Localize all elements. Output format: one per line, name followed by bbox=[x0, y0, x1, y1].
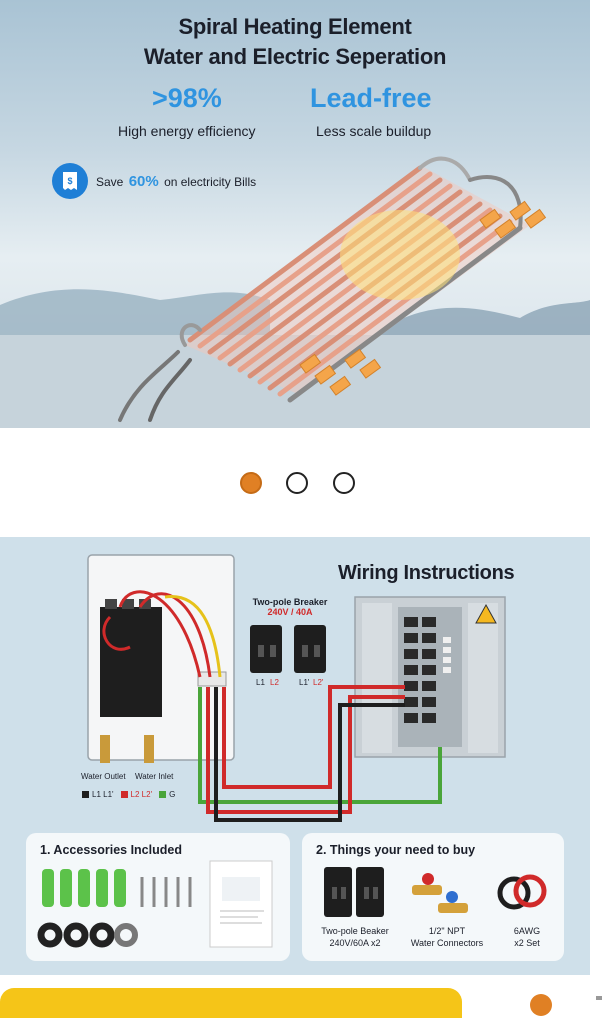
legend-g: G bbox=[169, 790, 176, 799]
carousel-pagination bbox=[0, 472, 614, 500]
things-to-buy-card: 2. Things your need to buy Two-pole Beak… bbox=[302, 833, 564, 961]
lead-free-stat-value: Lead-free bbox=[310, 83, 432, 113]
savings-prefix: Save bbox=[96, 174, 124, 189]
accessories-illustration bbox=[37, 860, 273, 948]
svg-text:$: $ bbox=[67, 176, 72, 186]
floating-action-button[interactable] bbox=[530, 994, 552, 1016]
carousel-dot-1[interactable] bbox=[240, 472, 262, 494]
buy-item-connectors-line1: 1/2" NPT bbox=[428, 926, 466, 936]
buy-item-wire-line2: x2 Set bbox=[514, 938, 540, 948]
wiring-title: Wiring Instructions bbox=[338, 562, 515, 584]
bill-dollar-icon: $ bbox=[52, 163, 88, 199]
product-image-wiring[interactable]: Wiring Instructions Two-pole Breaker 240… bbox=[0, 537, 590, 975]
things-to-buy-illustration bbox=[324, 867, 547, 917]
buy-item-connectors-line2: Water Connectors bbox=[410, 938, 484, 948]
banner-title-line1: Spiral Heating Element bbox=[178, 14, 412, 39]
buy-item-breaker: Two-pole Beaker 240V/60A x2 bbox=[314, 925, 396, 949]
things-to-buy-title: 2. Things your need to buy bbox=[316, 843, 476, 857]
scroll-indicator bbox=[596, 996, 602, 1000]
carousel-dot-3[interactable] bbox=[333, 472, 355, 494]
legend-swatch-red bbox=[120, 791, 128, 798]
buy-item-breaker-line1: Two-pole Beaker bbox=[321, 926, 389, 936]
buy-item-wire-line1: 6AWG bbox=[513, 926, 541, 936]
breaker-spec: 240V / 40A bbox=[267, 607, 313, 617]
breaker-title: Two-pole Breaker bbox=[252, 597, 328, 607]
breaker-terminal-l2: L2 bbox=[270, 678, 279, 687]
legend-l2: L2 L2' bbox=[130, 790, 153, 799]
breaker-terminal-l2-prime: L2' bbox=[313, 678, 324, 687]
heating-element-illustration bbox=[0, 156, 590, 428]
breaker-label: Two-pole Breaker 240V / 40A bbox=[250, 597, 330, 617]
add-to-cart-bar[interactable] bbox=[0, 988, 462, 1018]
water-inlet-label: Water Inlet bbox=[135, 772, 174, 781]
buy-item-connectors: 1/2" NPT Water Connectors bbox=[402, 925, 492, 949]
legend-swatch-green bbox=[159, 791, 167, 798]
buy-item-breaker-line2: 240V/60A x2 bbox=[329, 938, 381, 948]
legend-l1: L1 L1' bbox=[92, 790, 114, 799]
breaker-terminal-l1-prime: L1' bbox=[299, 678, 310, 687]
buy-item-wire: 6AWG x2 Set bbox=[502, 925, 552, 949]
savings-percent: 60% bbox=[128, 172, 159, 190]
banner-title-line2: Water and Electric Seperation bbox=[143, 44, 447, 69]
savings-suffix: on electricity Bills bbox=[164, 174, 257, 189]
lead-free-stat-label: Less scale buildup bbox=[316, 123, 432, 139]
product-image-heating-element[interactable]: Spiral Heating Element Water and Electri… bbox=[0, 0, 590, 428]
water-outlet-label: Water Outlet bbox=[81, 772, 126, 781]
wire-legend: L1 L1' L2 L2' G bbox=[82, 790, 175, 799]
breaker-terminal-l1: L1 bbox=[256, 678, 265, 687]
efficiency-stat-label: High energy efficiency bbox=[118, 123, 256, 139]
wiring-diagram bbox=[87, 554, 506, 822]
savings-callout: $ Save 60% on electricity Bills bbox=[52, 163, 256, 199]
accessories-card: 1. Accessories Included bbox=[26, 833, 290, 961]
carousel-dot-2[interactable] bbox=[286, 472, 308, 494]
accessories-title: 1. Accessories Included bbox=[40, 843, 182, 857]
legend-swatch-black bbox=[82, 791, 89, 798]
efficiency-stat-value: >98% bbox=[152, 83, 222, 113]
